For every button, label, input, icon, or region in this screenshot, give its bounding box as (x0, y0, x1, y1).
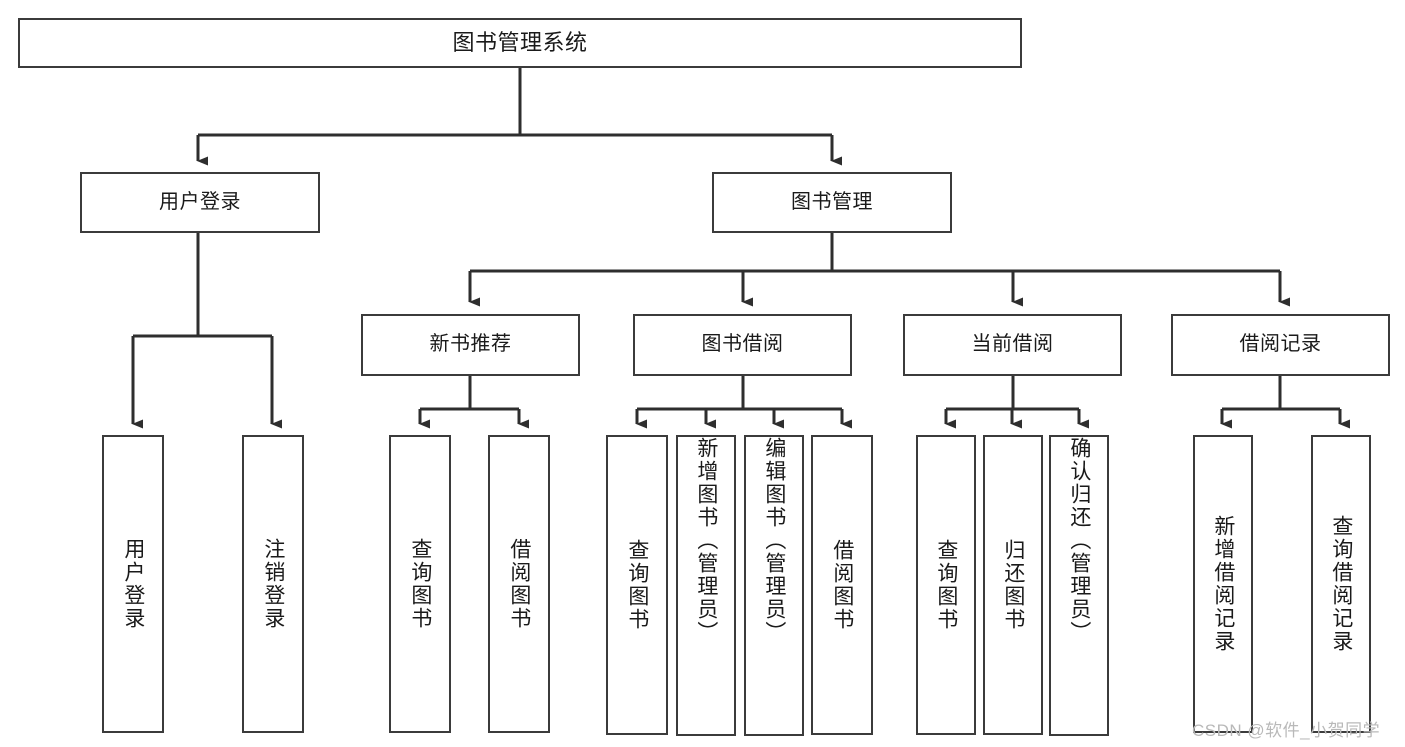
leaf-current-borrow-return-book[interactable]: 归还图书 (983, 435, 1043, 735)
node-label: 用户登录 (159, 190, 241, 213)
node-book-management[interactable]: 图书管理 (712, 172, 952, 233)
node-label: 新书推荐 (429, 333, 512, 356)
leaf-book-borrow-query-book[interactable]: 查询图书 (606, 435, 668, 735)
leaf-new-book-borrow-book[interactable]: 借阅图书 (488, 435, 550, 733)
node-label: 确认归还（管理员） (1067, 437, 1091, 644)
node-label: 新增借阅记录 (1211, 515, 1235, 653)
node-label: 借阅图书 (830, 539, 854, 631)
leaf-book-borrow-add-book-admin[interactable]: 新增图书（管理员） (676, 435, 736, 736)
node-label: 借阅图书 (507, 538, 531, 630)
node-new-book-recommend[interactable]: 新书推荐 (361, 314, 580, 376)
node-label: 借阅记录 (1239, 333, 1322, 356)
leaf-book-borrow-edit-book-admin[interactable]: 编辑图书（管理员） (744, 435, 804, 736)
leaf-user-login-login[interactable]: 用户登录 (102, 435, 164, 733)
node-label: 图书管理系统 (452, 30, 588, 56)
leaf-borrow-record-query-record[interactable]: 查询借阅记录 (1311, 435, 1371, 733)
csdn-watermark: CSDN @软件_小贺同学 (1192, 721, 1381, 740)
leaf-borrow-record-add-record[interactable]: 新增借阅记录 (1193, 435, 1253, 733)
node-label: 图书借阅 (701, 333, 784, 356)
node-label: 当前借阅 (971, 333, 1054, 356)
node-label: 查询借阅记录 (1329, 515, 1353, 653)
node-current-borrow[interactable]: 当前借阅 (903, 314, 1122, 376)
node-label: 查询图书 (408, 538, 432, 630)
node-root-book-management-system[interactable]: 图书管理系统 (18, 18, 1022, 68)
leaf-user-login-logout[interactable]: 注销登录 (242, 435, 304, 733)
leaf-book-borrow-borrow-book[interactable]: 借阅图书 (811, 435, 873, 735)
leaf-new-book-query-book[interactable]: 查询图书 (389, 435, 451, 733)
node-label: 用户登录 (121, 538, 145, 630)
node-label: 注销登录 (261, 538, 285, 630)
node-label: 查询图书 (934, 539, 958, 631)
node-label: 查询图书 (625, 539, 649, 631)
node-user-login[interactable]: 用户登录 (80, 172, 320, 233)
leaf-current-borrow-confirm-return-admin[interactable]: 确认归还（管理员） (1049, 435, 1109, 736)
node-label: 编辑图书（管理员） (762, 437, 786, 644)
node-label: 图书管理 (791, 190, 873, 213)
node-borrow-record[interactable]: 借阅记录 (1171, 314, 1390, 376)
node-label: 归还图书 (1001, 539, 1025, 631)
node-label: 新增图书（管理员） (694, 437, 718, 644)
node-book-borrow[interactable]: 图书借阅 (633, 314, 852, 376)
leaf-current-borrow-query-book[interactable]: 查询图书 (916, 435, 976, 735)
